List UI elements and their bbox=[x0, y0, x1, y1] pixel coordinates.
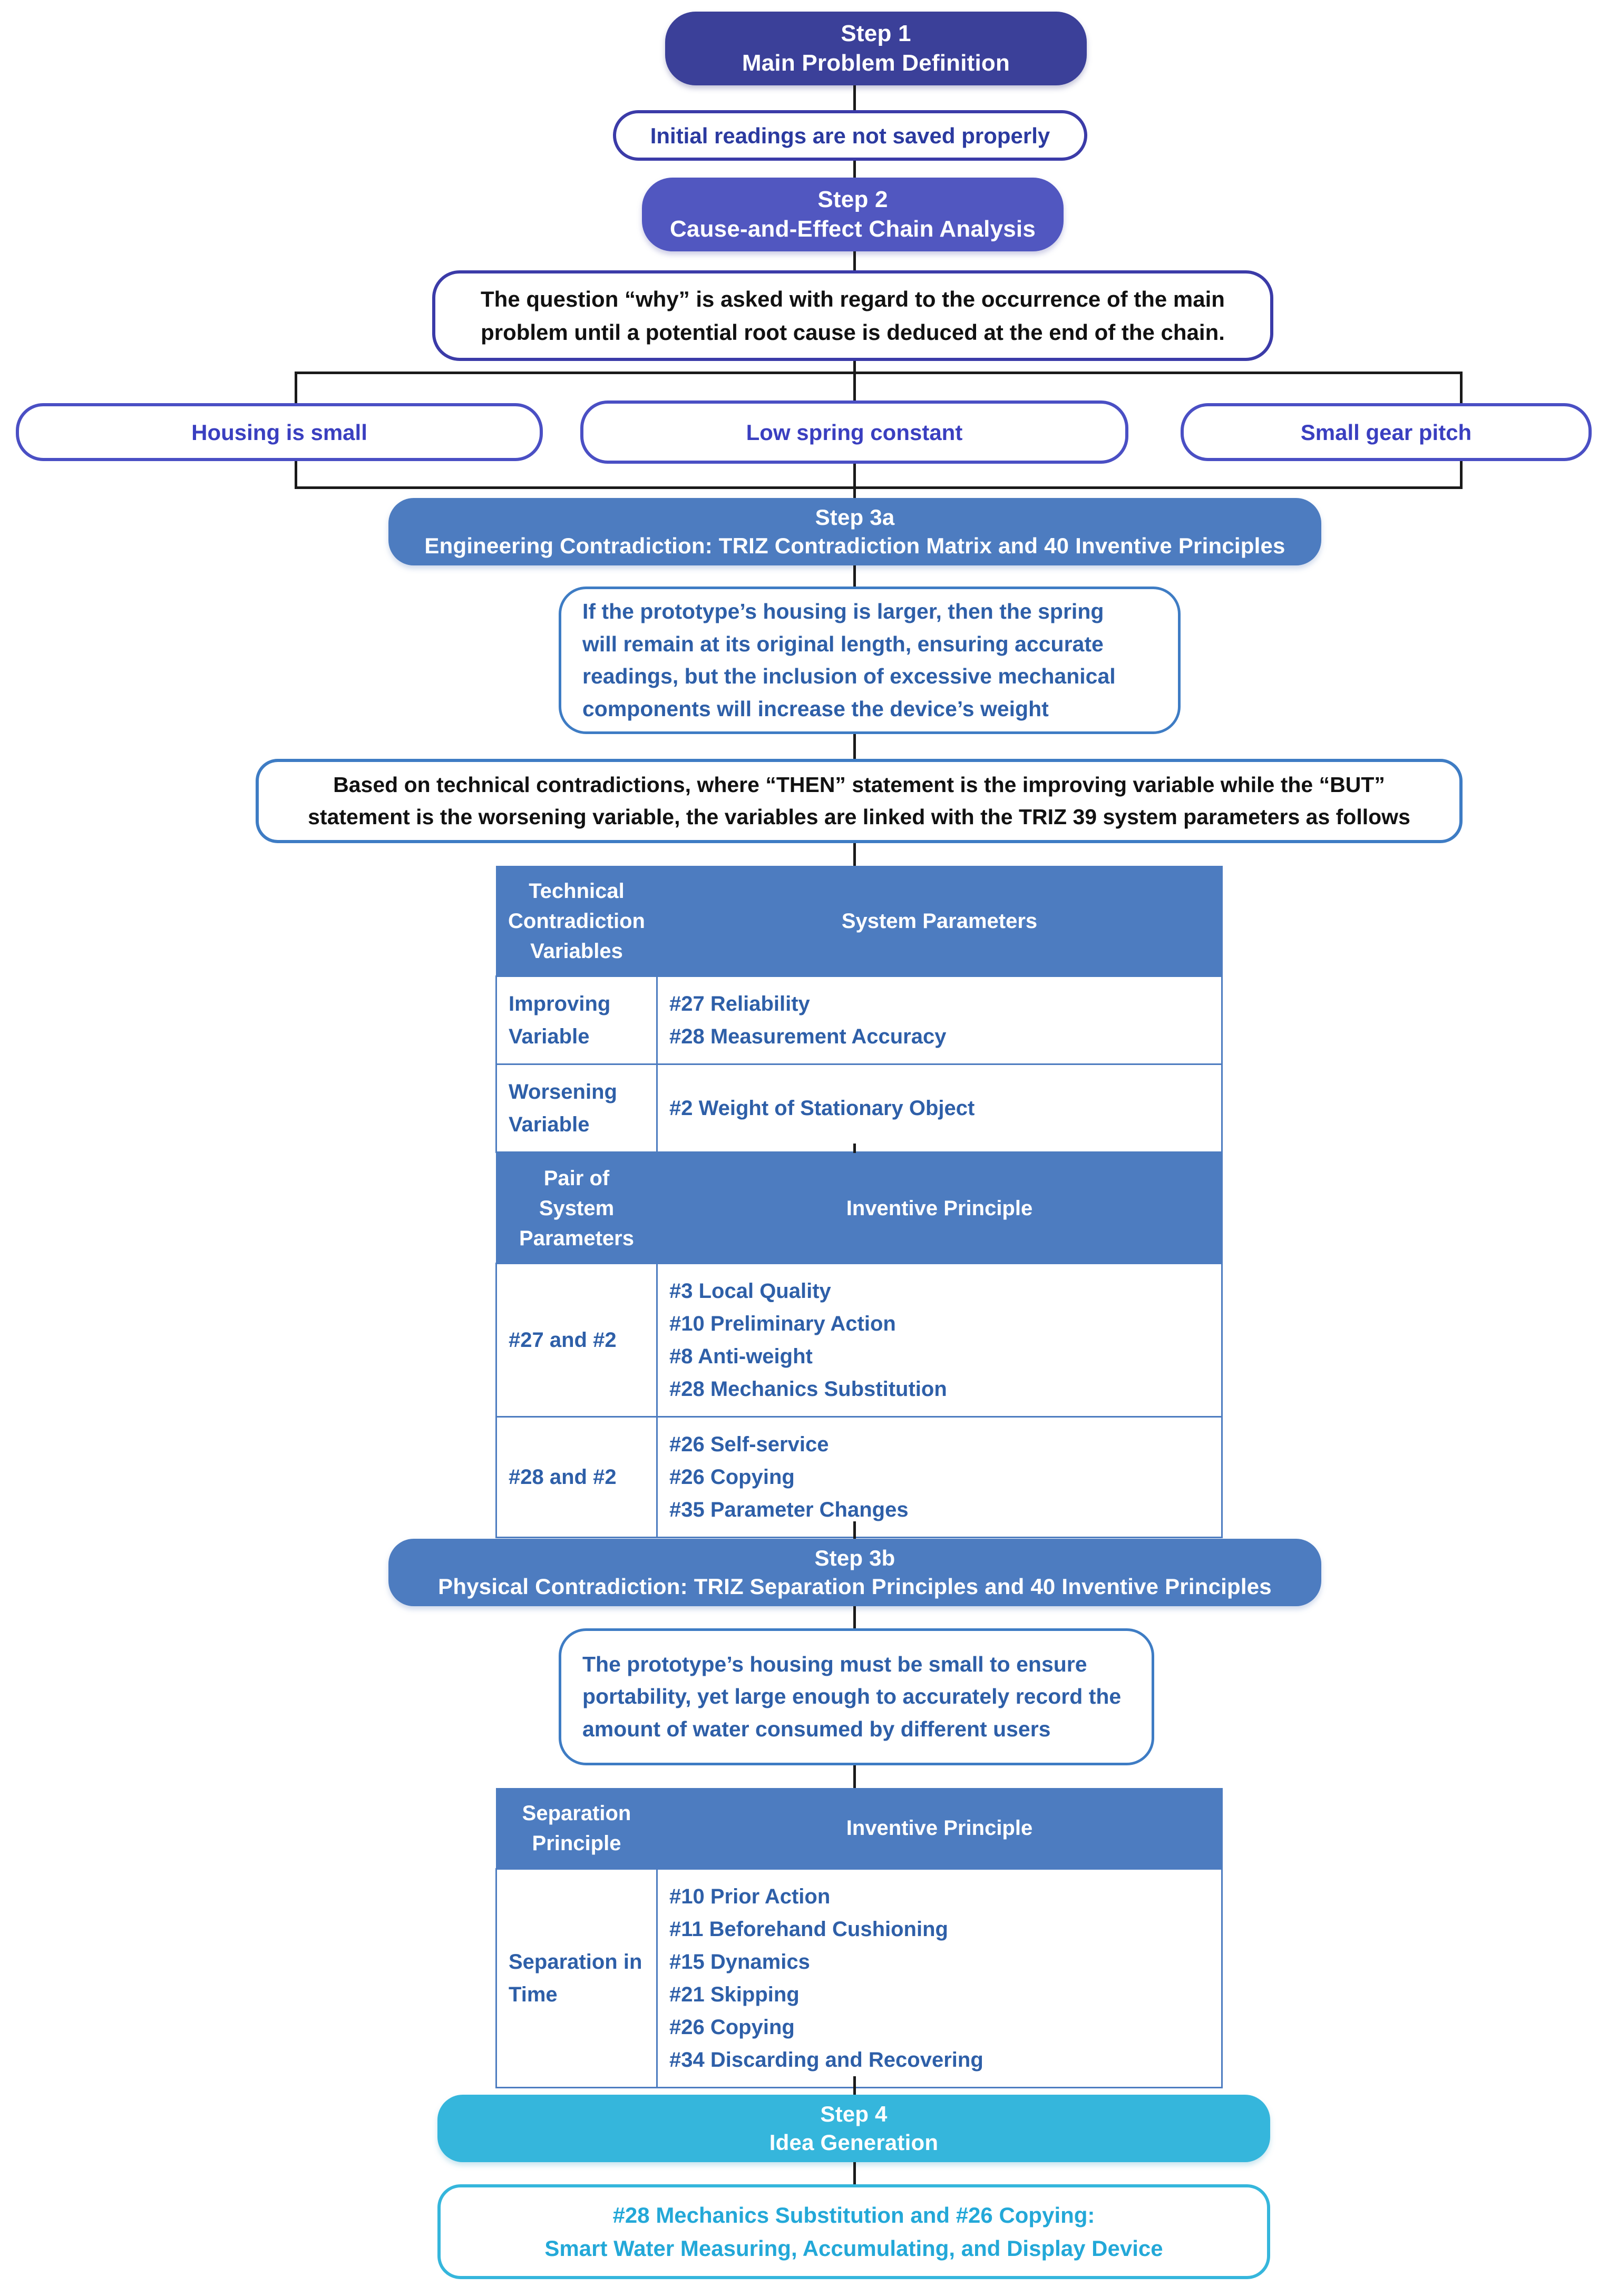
connector-step4-to-idea bbox=[853, 2162, 856, 2186]
connector-problem-to-step2 bbox=[853, 161, 856, 185]
table-header-pair: Pair of System Parameters bbox=[495, 1153, 658, 1264]
step4-header: Step 4 Idea Generation bbox=[437, 2095, 1270, 2162]
problem-statement-box: Initial readings are not saved properly bbox=[613, 110, 1087, 161]
table-row: Separation in Time #10 Prior Action #11 … bbox=[495, 1868, 1223, 2088]
connector-step3a-to-tc bbox=[853, 565, 856, 589]
branch-stub-left-top bbox=[295, 372, 297, 404]
step3a-line2: Engineering Contradiction: TRIZ Contradi… bbox=[424, 533, 1285, 558]
row-items-worsening: #2 Weight of Stationary Object bbox=[656, 1063, 1223, 1154]
step1-line1: Step 1 bbox=[841, 20, 911, 46]
linking-statement-line1: Based on technical contradictions, where… bbox=[333, 772, 1385, 797]
connector-step2-to-why bbox=[853, 251, 856, 274]
technical-contradiction-line4: components will increase the device’s we… bbox=[582, 696, 1049, 721]
step4-line2: Idea Generation bbox=[769, 2130, 939, 2155]
step4-line1: Step 4 bbox=[820, 2102, 888, 2127]
row-items-28-and-2: #26 Self-service #26 Copying #35 Paramet… bbox=[656, 1416, 1223, 1539]
table-header-system-parameters: System Parameters bbox=[656, 866, 1223, 977]
root-cause-housing: Housing is small bbox=[16, 403, 543, 461]
branch-bar-top bbox=[295, 372, 1463, 374]
connector-tc-to-linking bbox=[853, 734, 856, 761]
technical-contradiction-line1: If the prototype’s housing is larger, th… bbox=[582, 599, 1104, 623]
final-idea-box: #28 Mechanics Substitution and #26 Copyi… bbox=[437, 2184, 1270, 2279]
step2-line1: Step 2 bbox=[817, 186, 888, 212]
row-category-separation-in-time: Separation in Time bbox=[495, 1868, 658, 2088]
table-header-inventive-principle: Inventive Principle bbox=[656, 1153, 1223, 1264]
connector-step1-to-problem bbox=[853, 85, 856, 110]
row-items-27-and-2: #3 Local Quality #10 Preliminary Action … bbox=[656, 1263, 1223, 1418]
table-row: Improving Variable #27 Reliability #28 M… bbox=[495, 975, 1223, 1066]
step2-line2: Cause-and-Effect Chain Analysis bbox=[669, 216, 1036, 242]
row-category-improving: Improving Variable bbox=[495, 975, 658, 1066]
table-pair-of-system-parameters: Pair of System Parameters Inventive Prin… bbox=[495, 1153, 1223, 1539]
root-cause-gear: Small gear pitch bbox=[1181, 403, 1592, 461]
physical-contradiction-box: The prototype’s housing must be small to… bbox=[559, 1628, 1154, 1765]
problem-statement-text: Initial readings are not saved properly bbox=[650, 123, 1050, 148]
table-header-inventive-principle: Inventive Principle bbox=[656, 1787, 1223, 1870]
technical-contradiction-box: If the prototype’s housing is larger, th… bbox=[559, 587, 1181, 734]
why-statement-box: The question “why” is asked with regard … bbox=[432, 270, 1273, 361]
table-header-row: Pair of System Parameters Inventive Prin… bbox=[495, 1153, 1223, 1264]
connector-linking-to-table1 bbox=[853, 843, 856, 867]
final-idea-line1: #28 Mechanics Substitution and #26 Copyi… bbox=[612, 2203, 1095, 2227]
step3b-line1: Step 3b bbox=[814, 1546, 895, 1571]
row-items-improving: #27 Reliability #28 Measurement Accuracy bbox=[656, 975, 1223, 1066]
branch-stub-mid-top bbox=[853, 372, 856, 404]
root-cause-label: Low spring constant bbox=[746, 419, 963, 445]
linking-statement-line2: statement is the worsening variable, the… bbox=[308, 805, 1410, 829]
step3b-line2: Physical Contradiction: TRIZ Separation … bbox=[438, 1574, 1272, 1599]
row-category-worsening: Worsening Variable bbox=[495, 1063, 658, 1154]
table-header-row: Separation Principle Inventive Principle bbox=[495, 1787, 1223, 1870]
physical-contradiction-line2: portability, yet large enough to accurat… bbox=[582, 1684, 1122, 1709]
step3a-header: Step 3a Engineering Contradiction: TRIZ … bbox=[388, 498, 1321, 565]
step2-header: Step 2 Cause-and-Effect Chain Analysis bbox=[642, 178, 1064, 251]
physical-contradiction-line1: The prototype’s housing must be small to… bbox=[582, 1652, 1087, 1676]
branch-bar-bottom bbox=[295, 486, 1463, 489]
final-idea-line2: Smart Water Measuring, Accumulating, and… bbox=[544, 2236, 1163, 2261]
table-technical-contradiction-variables: Technical Contradiction Variables System… bbox=[495, 866, 1223, 1154]
table-row: Worsening Variable #2 Weight of Stationa… bbox=[495, 1063, 1223, 1154]
table-header-variables: Technical Contradiction Variables bbox=[495, 866, 658, 977]
why-statement-line1: The question “why” is asked with regard … bbox=[481, 287, 1225, 311]
step1-line2: Main Problem Definition bbox=[742, 50, 1010, 76]
row-category-27-and-2: #27 and #2 bbox=[495, 1263, 658, 1418]
root-cause-label: Small gear pitch bbox=[1300, 419, 1472, 445]
connector-pc-to-table3 bbox=[853, 1765, 856, 1791]
step3a-line1: Step 3a bbox=[815, 505, 895, 530]
row-category-28-and-2: #28 and #2 bbox=[495, 1416, 658, 1539]
branch-stub-right-top bbox=[1460, 372, 1463, 404]
step3b-header: Step 3b Physical Contradiction: TRIZ Sep… bbox=[388, 1539, 1321, 1606]
connector-why-to-branch bbox=[853, 361, 856, 374]
table-header-separation: Separation Principle bbox=[495, 1787, 658, 1870]
connector-branch-to-step3a bbox=[853, 486, 856, 503]
root-cause-label: Housing is small bbox=[191, 419, 367, 445]
table-row: #28 and #2 #26 Self-service #26 Copying … bbox=[495, 1416, 1223, 1539]
branch-stub-mid-bottom bbox=[853, 464, 856, 488]
technical-contradiction-line2: will remain at its original length, ensu… bbox=[582, 631, 1104, 656]
physical-contradiction-line3: amount of water consumed by different us… bbox=[582, 1716, 1051, 1741]
root-cause-spring: Low spring constant bbox=[580, 400, 1128, 464]
table-row: #27 and #2 #3 Local Quality #10 Prelimin… bbox=[495, 1263, 1223, 1418]
linking-statement-box: Based on technical contradictions, where… bbox=[256, 759, 1463, 843]
row-items-separation-in-time: #10 Prior Action #11 Beforehand Cushioni… bbox=[656, 1868, 1223, 2088]
connector-step3b-to-pc bbox=[853, 1606, 856, 1630]
branch-stub-left-bottom bbox=[295, 461, 297, 488]
technical-contradiction-line3: readings, but the inclusion of excessive… bbox=[582, 664, 1116, 688]
table-header-row: Technical Contradiction Variables System… bbox=[495, 866, 1223, 977]
branch-stub-right-bottom bbox=[1460, 461, 1463, 488]
connector-table3-to-step4 bbox=[853, 2076, 856, 2098]
step1-header: Step 1 Main Problem Definition bbox=[665, 12, 1087, 85]
table-separation-principle: Separation Principle Inventive Principle… bbox=[495, 1787, 1223, 2088]
connector-table2-to-step3b bbox=[853, 1521, 856, 1543]
why-statement-line2: problem until a potential root cause is … bbox=[481, 320, 1225, 345]
